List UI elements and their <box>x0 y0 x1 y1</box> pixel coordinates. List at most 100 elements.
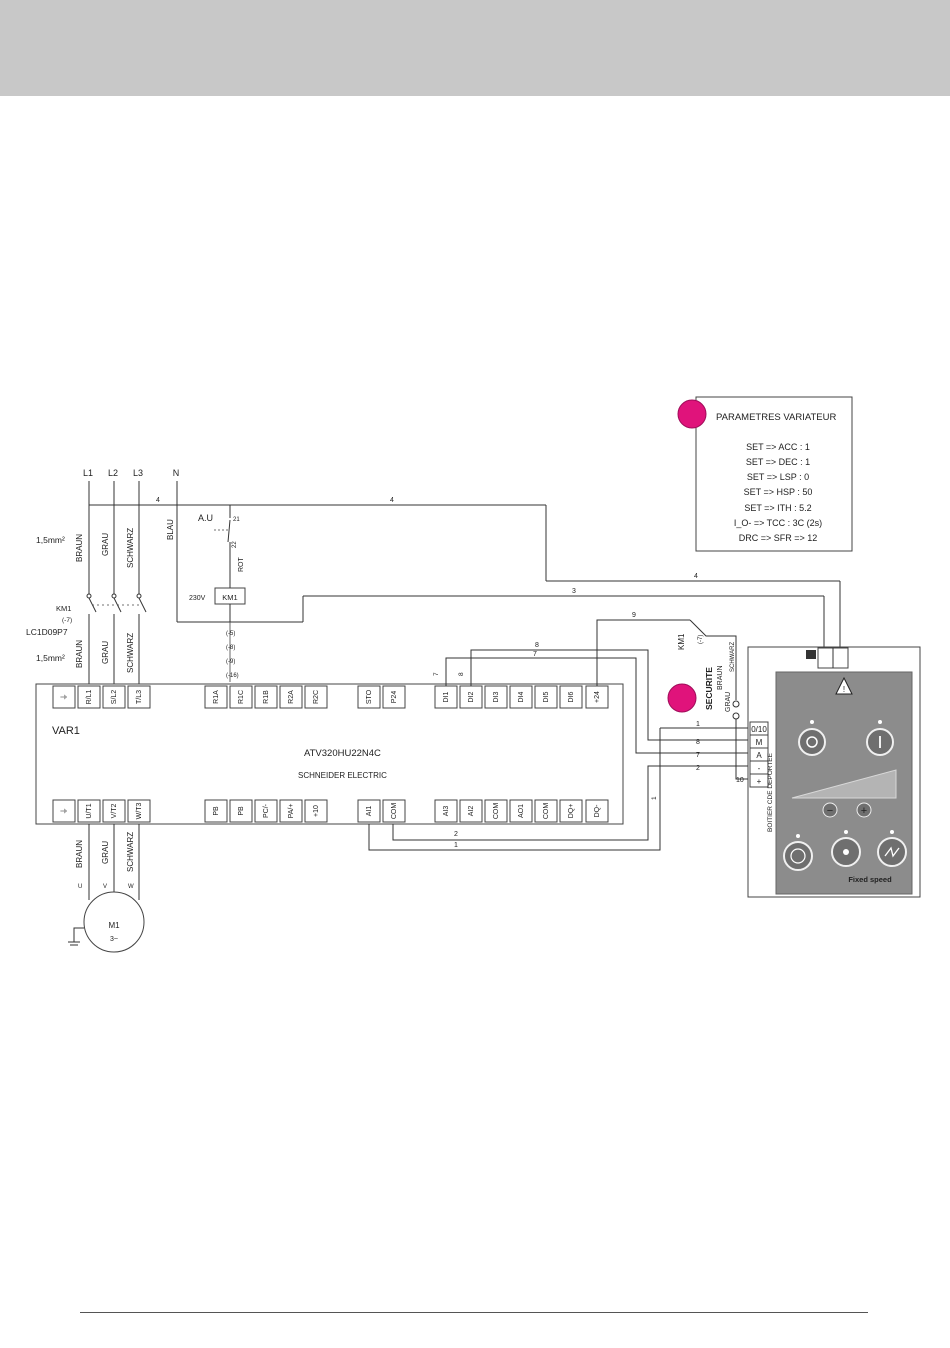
plus-label: + <box>861 805 867 817</box>
panel-terminal: A <box>756 751 762 760</box>
wire-color-label: BRAUN <box>75 640 84 668</box>
drive-terminal: AI2 <box>468 806 475 817</box>
drive-terminal: COM <box>391 803 398 820</box>
panel-terminal: 0/10 <box>751 725 767 734</box>
km-ref: (-9) <box>226 659 235 665</box>
drive-terminal: R2C <box>313 690 320 704</box>
wire-color-label: SCHWARZ <box>126 832 135 872</box>
phase-label: L3 <box>133 468 143 478</box>
drive-terminal: PB <box>213 806 220 816</box>
au-label: A.U <box>198 513 213 523</box>
wire-number: 7 <box>696 752 700 759</box>
wire-number: 1 <box>696 721 700 728</box>
drive-name: VAR1 <box>52 725 80 737</box>
panel-terminal: + <box>757 777 762 786</box>
wire-number: 4 <box>694 573 698 580</box>
contactor-model: LC1D09P7 <box>26 627 68 637</box>
wire-color-label: GRAU <box>101 533 110 556</box>
motor-label: M1 <box>108 921 120 930</box>
au-contact: 21 <box>233 517 240 523</box>
drive-terminal: +10 <box>313 805 320 817</box>
drive-var1: VAR1 ATV320HU22N4C SCHNEIDER ELECTRIC ⏚R… <box>35 683 624 825</box>
drive-terminal: AO1 <box>518 804 525 818</box>
drive-terminal: DQ+ <box>568 804 575 819</box>
phase-label: L2 <box>108 468 118 478</box>
wire-color-label: BRAUN <box>75 534 84 562</box>
drive-terminal: COM <box>493 803 500 820</box>
drive-terminal: AI3 <box>443 806 450 817</box>
drive-terminal: ⏚ <box>60 694 68 701</box>
wire-number: 9 <box>632 612 636 619</box>
cable-section: 1,5mm² <box>36 535 65 545</box>
mode-button-1[interactable] <box>783 841 813 871</box>
param-line: DRC => SFR => 12 <box>739 533 818 543</box>
drive-terminal: S/L2 <box>111 690 118 705</box>
motor-phase: V <box>103 884 107 890</box>
marker-dot-safety <box>667 683 697 713</box>
safety-wire: BRAUN <box>717 665 724 690</box>
control-section: 4 4 4 A.U 21 22 ROT KM1 230V 3 (-5) (-8)… <box>89 497 841 739</box>
drive-model: ATV320HU22N4C <box>304 748 381 759</box>
minus-button[interactable] <box>822 802 838 818</box>
drive-terminal: AI1 <box>366 806 373 817</box>
drive-terminal: V/T2 <box>111 804 118 819</box>
drive-terminal: W/T3 <box>136 803 143 820</box>
wire-number: 1 <box>454 842 458 849</box>
speed-bar <box>791 769 897 799</box>
wire-number: 2 <box>696 765 700 772</box>
wire-number: 1 <box>651 796 658 800</box>
wire-number: 7 <box>533 651 537 658</box>
km-ref: (-8) <box>226 645 235 651</box>
drive-terminal: DI6 <box>568 691 575 702</box>
neutral-wire-label: BLAU <box>166 519 175 540</box>
drive-terminal: STO <box>366 689 373 704</box>
stop-icon <box>806 736 818 748</box>
panel-terminal: M <box>756 738 763 747</box>
param-line: I_O- => TCC : 3C (2s) <box>734 518 822 528</box>
wire-color-label: SCHWARZ <box>126 633 135 673</box>
contactor-label: KM1 <box>56 604 71 613</box>
supply-section: L1 L2 L3 N BRAUN GRAU SCHWARZ BRAUN GRAU… <box>26 468 179 686</box>
param-line: SET => LSP : 0 <box>747 472 809 482</box>
drive-terminal: R/L1 <box>86 690 93 705</box>
marker-dot-params <box>677 399 707 429</box>
drive-terminal: R1C <box>238 690 245 704</box>
coil-label: KM1 <box>222 593 237 602</box>
motor-section: BRAUN GRAU SCHWARZ U V W M1 3~ <box>68 824 145 953</box>
drive-terminal: +24 <box>594 691 601 703</box>
drive-terminal: ⏚ <box>60 808 68 815</box>
wire-number: 4 <box>156 497 160 504</box>
contactor-ref: (-7) <box>62 617 72 624</box>
control-wires: 9 8 7 7 8 1 8 7 2 2 1 1 10 KM1 (-7) SECU… <box>368 612 748 851</box>
wire-color-label: BRAUN <box>75 840 84 868</box>
drive-terminal: PA/+ <box>288 804 295 819</box>
params-title: PARAMETRES VARIATEUR <box>716 412 836 423</box>
param-line: SET => ITH : 5.2 <box>744 503 811 513</box>
motor-type: 3~ <box>110 936 118 943</box>
wire-number: 4 <box>390 497 394 504</box>
wire-number: 3 <box>572 588 576 595</box>
wire-number: 2 <box>454 831 458 838</box>
wire-color-label: GRAU <box>101 841 110 864</box>
drive-terminal: P24 <box>391 691 398 704</box>
drive-terminal: PC/- <box>263 803 270 818</box>
drive-terminal: DI1 <box>443 691 450 702</box>
plus-button[interactable] <box>856 802 872 818</box>
au-contact: 22 <box>232 541 238 548</box>
svg-text:!: ! <box>843 685 845 694</box>
wire-number: 8 <box>458 672 465 676</box>
drive-terminal: R1A <box>213 690 220 704</box>
wire-color-label: GRAU <box>101 641 110 664</box>
drive-terminal: DQ- <box>594 804 601 818</box>
rot-label: ROT <box>238 557 245 573</box>
drive-terminal: DI2 <box>468 691 475 702</box>
stop-button[interactable] <box>798 728 826 756</box>
wire-color-label: SCHWARZ <box>126 528 135 568</box>
safety-km-label: KM1 <box>677 633 686 650</box>
safety-km-ref: (-7) <box>698 635 704 644</box>
safety-wire: GRAU <box>725 692 732 712</box>
motor-phase: W <box>128 884 134 890</box>
cable-section: 1,5mm² <box>36 653 65 663</box>
